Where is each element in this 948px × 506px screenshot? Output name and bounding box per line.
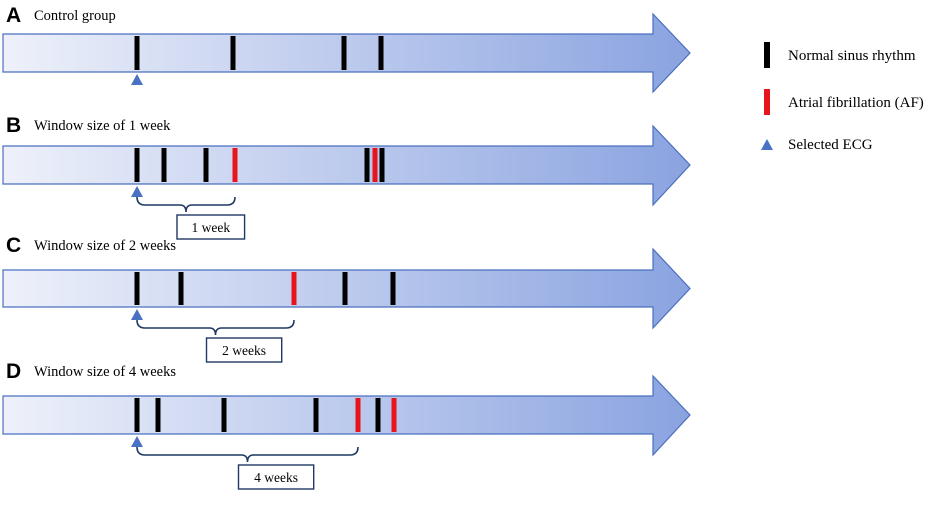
legend-selected-ecg-label: Selected ECG [788, 137, 873, 153]
normal-ecg-mark [203, 148, 209, 182]
window-label-box [237, 464, 315, 490]
normal-ecg-mark [341, 36, 347, 70]
normal-ecg-mark [379, 148, 385, 182]
normal-ecg-mark [134, 398, 140, 432]
panel-b: B Window size of 1 week 1 week [2, 114, 691, 240]
panel-d: D Window size of 4 weeks 4 weeks [2, 360, 691, 490]
timeline-arrow [2, 124, 691, 207]
panel-a: A Control group [2, 4, 691, 94]
normal-ecg-mark [221, 398, 227, 432]
normal-ecg-mark [364, 148, 370, 182]
legend-normal-sinus-swatch [764, 42, 770, 68]
window-label-box [176, 214, 246, 240]
af-ecg-mark [355, 398, 361, 432]
normal-ecg-mark [342, 272, 348, 305]
selected-ecg-marker [131, 309, 143, 320]
window-bracket [136, 319, 295, 336]
panel-caption: Window size of 1 week [34, 118, 171, 134]
af-ecg-mark [372, 148, 378, 182]
panel-letter: B [6, 114, 21, 137]
normal-ecg-mark [134, 36, 140, 70]
window-bracket [136, 196, 236, 213]
window-label: 2 weeks [222, 343, 266, 358]
panel-letter: D [6, 360, 21, 383]
normal-ecg-mark [134, 148, 140, 182]
legend: Normal sinus rhythm Atrial fibrillation … [761, 42, 924, 153]
window-label: 1 week [191, 220, 230, 235]
window-label-box [205, 337, 283, 363]
legend-selected-ecg-icon [761, 139, 773, 150]
panel-caption: Window size of 2 weeks [34, 238, 176, 254]
af-ecg-mark [232, 148, 238, 182]
normal-ecg-mark [378, 36, 384, 70]
normal-ecg-mark [375, 398, 381, 432]
selected-ecg-marker [131, 436, 143, 447]
panel-caption: Window size of 4 weeks [34, 364, 176, 380]
selected-ecg-marker [131, 186, 143, 197]
panel-c: C Window size of 2 weeks 2 weeks [2, 234, 691, 363]
normal-ecg-mark [161, 148, 167, 182]
timeline-arrow [2, 374, 691, 457]
af-ecg-mark [391, 398, 397, 432]
legend-normal-sinus-label: Normal sinus rhythm [788, 48, 916, 64]
normal-ecg-mark [155, 398, 161, 432]
normal-ecg-mark [134, 272, 140, 305]
panel-caption: Control group [34, 8, 116, 24]
normal-ecg-mark [230, 36, 236, 70]
panel-letter: A [6, 4, 21, 27]
legend-af-label: Atrial fibrillation (AF) [788, 95, 924, 111]
af-ecg-mark [291, 272, 297, 305]
normal-ecg-mark [178, 272, 184, 305]
window-label: 4 weeks [254, 470, 298, 485]
legend-af-swatch [764, 89, 770, 115]
window-bracket [136, 446, 359, 463]
normal-ecg-mark [390, 272, 396, 305]
normal-ecg-mark [313, 398, 319, 432]
panel-letter: C [6, 234, 21, 257]
selected-ecg-marker [131, 74, 143, 85]
